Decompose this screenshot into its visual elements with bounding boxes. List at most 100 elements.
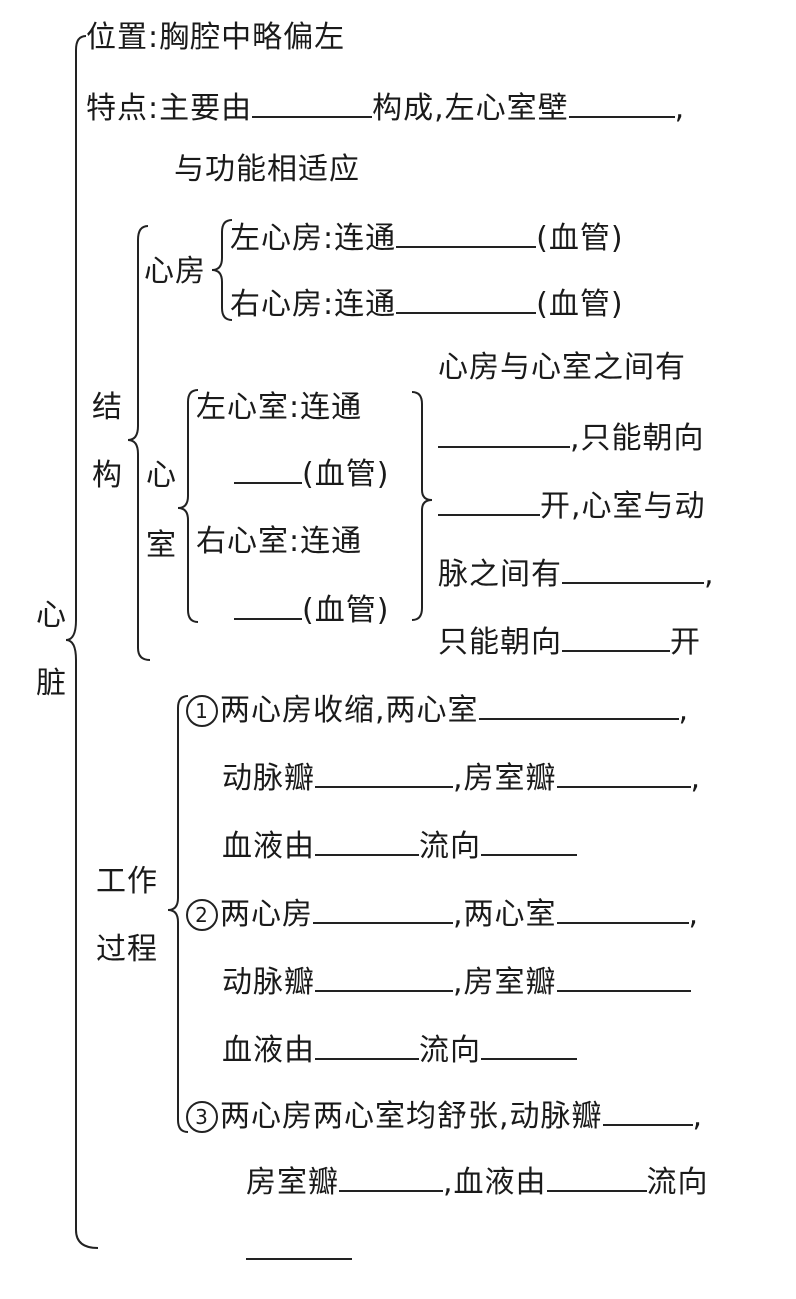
right-ventricle-line-2: (血管) — [234, 588, 389, 631]
ventricle-label-1: 心 — [146, 458, 176, 493]
step1-number: 1 — [186, 695, 218, 727]
left-atrium-vessel: (血管) — [536, 221, 624, 256]
features-text-b: 构成,左心室壁 — [372, 91, 569, 126]
position-line: 位置:胸腔中略偏左 — [86, 20, 346, 55]
valve-line-3: 开,心室与动 — [438, 484, 706, 527]
fill-blank[interactable] — [315, 1028, 419, 1060]
step2-line-2: 动脉瓣 ,房室瓣 — [222, 960, 691, 1003]
fill-blank[interactable] — [602, 1094, 693, 1126]
step3-text-b1: 房室瓣 — [246, 1165, 339, 1200]
step2-line-3: 血液由 流向 — [222, 1028, 577, 1071]
left-ventricle-vessel: (血管) — [302, 457, 390, 492]
main-brace — [65, 35, 99, 1249]
valve-line-5: 只能朝向 开 — [438, 620, 701, 663]
valve-text-5b: 开 — [670, 625, 701, 660]
step3-text-a-end: , — [692, 1099, 704, 1134]
ventricle-brace — [177, 389, 199, 623]
root-label-2: 脏 — [36, 666, 66, 701]
fill-blank[interactable] — [478, 688, 679, 720]
fill-blank[interactable] — [315, 824, 419, 856]
features-text-a: 特点:主要由 — [86, 91, 253, 126]
left-atrium-line: 左心房:连通 (血管) — [230, 216, 624, 259]
structure-label-2: 构 — [92, 458, 122, 493]
step2-text-c2: 流向 — [419, 1033, 481, 1068]
fill-blank[interactable] — [315, 960, 453, 992]
fill-blank[interactable] — [315, 756, 453, 788]
step2-number: 2 — [186, 899, 218, 931]
left-ventricle-line-1: 左心室:连通 — [196, 390, 363, 425]
fill-blank[interactable] — [339, 1160, 443, 1192]
features-line-2: 与功能相适应 — [174, 152, 360, 187]
structure-label-1: 结 — [92, 390, 122, 425]
valve-text-2: ,只能朝向 — [570, 421, 705, 456]
left-ventricle-line-2: (血管) — [234, 452, 389, 495]
step1-text-b-end: , — [690, 761, 702, 796]
ventricle-label-2: 室 — [146, 528, 176, 563]
step2-text-b1: 动脉瓣 — [222, 965, 315, 1000]
work-label-2: 过程 — [96, 932, 158, 967]
step3-text-b3: 流向 — [646, 1165, 709, 1200]
step3-text-b2: ,血液由 — [443, 1165, 547, 1200]
fill-blank[interactable] — [556, 892, 689, 924]
features-line-1: 特点:主要由 构成,左心室壁, — [86, 86, 685, 129]
valve-line-2: ,只能朝向 — [438, 416, 705, 459]
right-atrium-line: 右心房:连通 (血管) — [230, 282, 624, 325]
step2-text-a-end: , — [688, 897, 700, 932]
fill-blank[interactable] — [568, 86, 675, 118]
fill-blank[interactable] — [546, 1160, 647, 1192]
step2-text-a2: ,两心室 — [453, 897, 557, 932]
fill-blank[interactable] — [438, 416, 570, 448]
fill-blank[interactable] — [556, 960, 691, 992]
right-atrium-vessel: (血管) — [536, 287, 624, 322]
valve-line-4: 脉之间有, — [438, 552, 715, 595]
step1-text-b1: 动脉瓣 — [222, 761, 315, 796]
step3-line-2: 房室瓣 ,血液由 流向 — [246, 1160, 709, 1203]
right-ventricle-vessel: (血管) — [302, 593, 390, 628]
step3-number: 3 — [186, 1101, 218, 1133]
fill-blank[interactable] — [438, 484, 540, 516]
work-label-1: 工作 — [96, 864, 158, 899]
fill-blank[interactable] — [562, 552, 704, 584]
root-label-1: 心 — [36, 598, 66, 633]
fill-blank[interactable] — [313, 892, 453, 924]
step3-line-3 — [246, 1228, 352, 1271]
step1-line-3: 血液由 流向 — [222, 824, 577, 867]
fill-blank[interactable] — [252, 86, 373, 118]
fill-blank[interactable] — [556, 756, 691, 788]
step1-text-a: 两心房收缩,两心室 — [220, 693, 479, 728]
step1-text-a-end: , — [678, 693, 690, 728]
work-brace — [167, 695, 189, 1133]
step1-text-b2: ,房室瓣 — [453, 761, 557, 796]
fill-blank[interactable] — [246, 1228, 352, 1260]
fill-blank[interactable] — [396, 282, 537, 314]
right-atrium-text: 右心房:连通 — [230, 287, 397, 322]
step2-text-c1: 血液由 — [222, 1033, 315, 1068]
valve-text-3: 开,心室与动 — [540, 489, 706, 524]
left-ventricle-brace — [411, 391, 433, 621]
fill-blank[interactable] — [396, 216, 537, 248]
structure-brace — [127, 225, 151, 661]
valve-text-5a: 只能朝向 — [438, 625, 562, 660]
fill-blank[interactable] — [481, 1028, 577, 1060]
features-text-c: , — [674, 91, 686, 126]
atrium-label: 心房 — [144, 254, 206, 289]
left-atrium-text: 左心房:连通 — [230, 221, 397, 256]
step1-text-c2: 流向 — [419, 829, 481, 864]
right-ventricle-line-1: 右心室:连通 — [196, 524, 363, 559]
fill-blank[interactable] — [234, 588, 302, 620]
step2-text-b2: ,房室瓣 — [453, 965, 557, 1000]
step2-text-a1: 两心房 — [220, 897, 313, 932]
step1-text-c1: 血液由 — [222, 829, 315, 864]
fill-blank[interactable] — [234, 452, 302, 484]
step1-line-2: 动脉瓣 ,房室瓣, — [222, 756, 701, 799]
valve-text-4a: 脉之间有 — [438, 557, 562, 592]
fill-blank[interactable] — [481, 824, 577, 856]
fill-blank[interactable] — [562, 620, 670, 652]
step3-text-a: 两心房两心室均舒张,动脉瓣 — [220, 1099, 603, 1134]
valve-line-1: 心房与心室之间有 — [438, 350, 686, 385]
